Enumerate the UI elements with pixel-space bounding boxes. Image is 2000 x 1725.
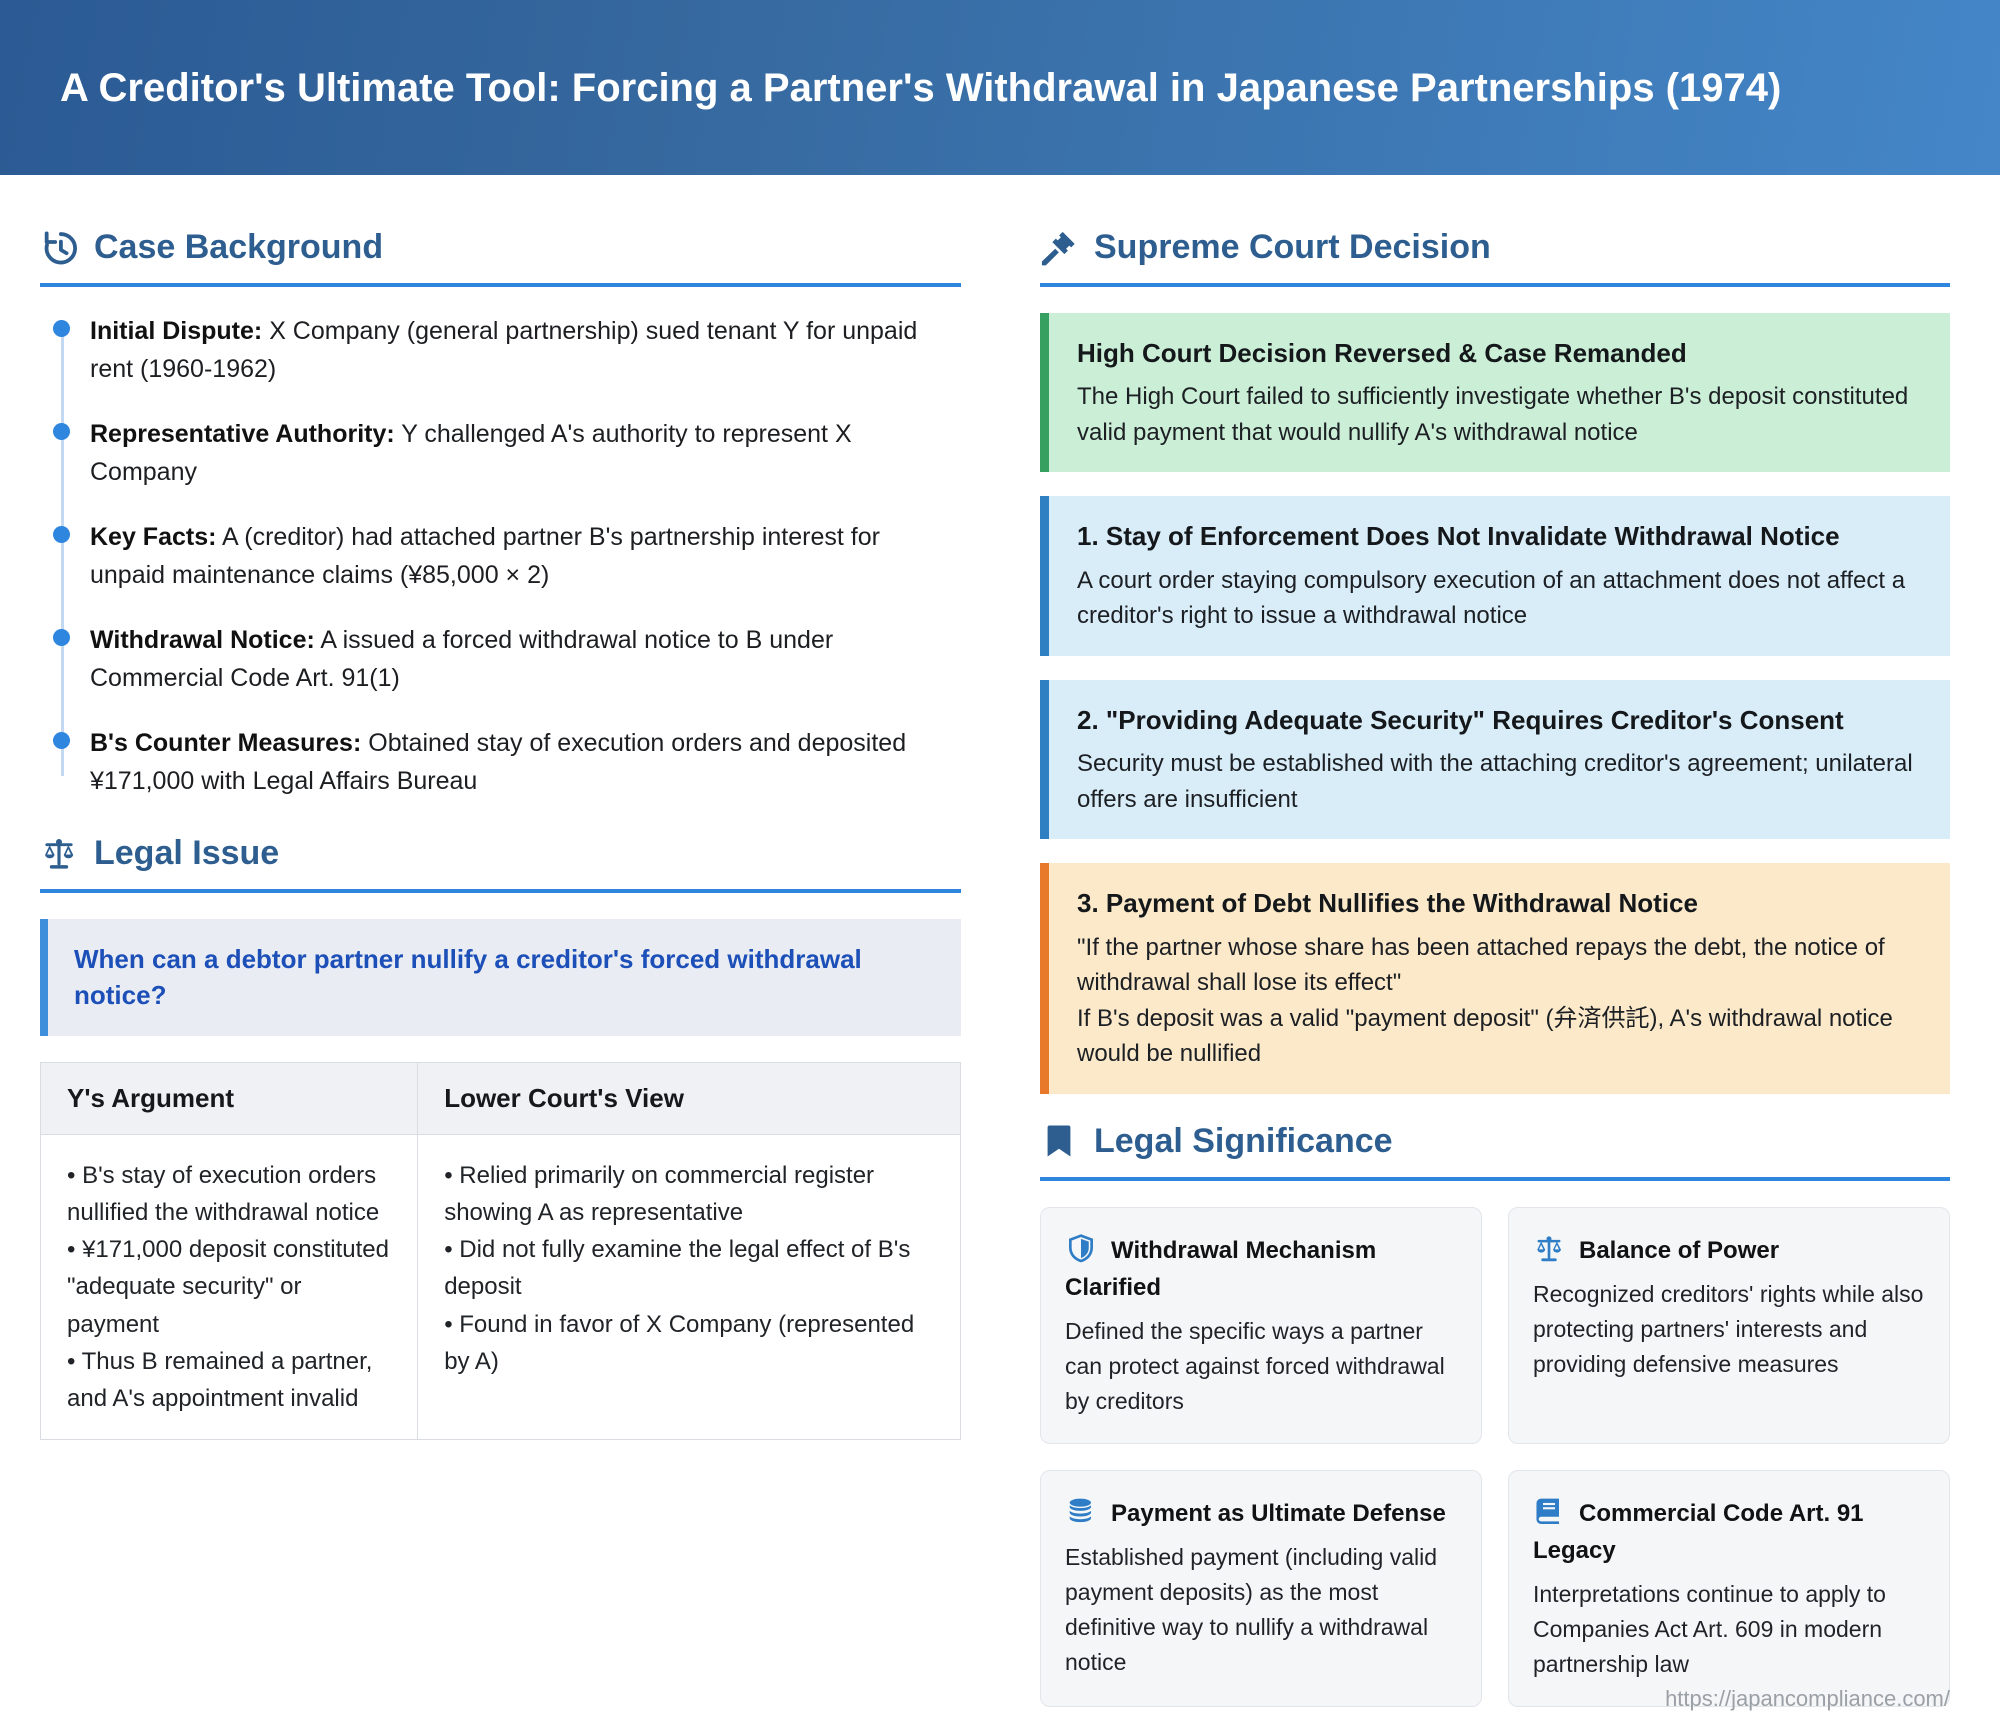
- significance-card-art91-legacy: Commercial Code Art. 91 Legacy Interpret…: [1508, 1469, 1950, 1708]
- section-title: Case Background: [94, 228, 384, 266]
- significance-card-withdrawal-mechanism: Withdrawal Mechanism Clarified Defined t…: [1040, 1206, 1482, 1444]
- decision-box-reversed: High Court Decision Reversed & Case Rema…: [1040, 313, 1950, 473]
- decision-box-title: 3. Payment of Debt Nullifies the Withdra…: [1077, 888, 1698, 919]
- balance-scale-icon: [1533, 1233, 1565, 1265]
- decision-box-body: The High Court failed to sufficiently in…: [1077, 383, 1909, 446]
- right-column: Supreme Court Decision High Court Decisi…: [1040, 228, 1950, 1708]
- history-icon: [40, 229, 78, 267]
- source-url: https://japancompliance.com/: [1665, 1686, 1950, 1711]
- timeline-item-label: Initial Dispute:: [90, 317, 263, 345]
- section-heading-supreme-court-decision: Supreme Court Decision: [1040, 228, 1950, 287]
- significance-card-balance-of-power: Balance of Power Recognized creditors' r…: [1508, 1206, 1950, 1444]
- decision-box-title: 1. Stay of Enforcement Does Not Invalida…: [1077, 521, 1840, 552]
- card-title-row: Payment as Ultimate Defense: [1065, 1495, 1457, 1532]
- section-heading-legal-significance: Legal Significance: [1040, 1122, 1950, 1181]
- timeline-item: Withdrawal Notice: A issued a forced wit…: [40, 622, 961, 697]
- decision-box-holding-1: 1. Stay of Enforcement Does Not Invalida…: [1040, 496, 1950, 656]
- section-title: Legal Significance: [1094, 1121, 1393, 1160]
- section-title: Supreme Court Decision: [1094, 228, 1491, 266]
- table-row: • B's stay of execution orders nullified…: [39, 1133, 961, 1441]
- timeline-item-text: Obtained stay of execution orders and de…: [90, 729, 907, 795]
- column-header-lower-courts-view: Lower Court's View: [417, 1061, 961, 1135]
- card-title-row: Balance of Power: [1533, 1232, 1925, 1269]
- timeline-item-text: Y challenged A's authority to represent …: [90, 420, 852, 486]
- timeline-item-text: A (creditor) had attached partner B's pa…: [90, 523, 880, 589]
- decision-box-holding-2: 2. "Providing Adequate Security" Require…: [1040, 679, 1950, 840]
- decision-box-body: A court order staying compulsory executi…: [1077, 566, 1906, 630]
- scales-icon: [40, 835, 78, 873]
- argument-comparison-table: Y's Argument Lower Court's View • B's st…: [39, 1061, 961, 1441]
- bookmark-icon: [1040, 1122, 1078, 1160]
- decision-box-title: 2. "Providing Adequate Security" Require…: [1077, 704, 1844, 735]
- card-body: Defined the specific ways a partner can …: [1065, 1318, 1445, 1414]
- timeline-item: B's Counter Measures: Obtained stay of e…: [40, 725, 961, 800]
- card-title-row: Commercial Code Art. 91 Legacy: [1533, 1495, 1925, 1569]
- significance-card-payment-defense: Payment as Ultimate Defense Established …: [1040, 1469, 1482, 1708]
- book-icon: [1533, 1496, 1565, 1528]
- cell-ys-argument: • B's stay of execution orders nullified…: [39, 1133, 419, 1441]
- card-title-row: Withdrawal Mechanism Clarified: [1065, 1232, 1457, 1306]
- left-column: Case Background Initial Dispute: X Compa…: [39, 228, 961, 1441]
- coins-icon: [1065, 1496, 1097, 1528]
- header-banner: A Creditor's Ultimate Tool: Forcing a Pa…: [0, 0, 2000, 175]
- card-body: Interpretations continue to apply to Com…: [1533, 1581, 1886, 1678]
- section-title: Legal Issue: [94, 834, 280, 872]
- legal-question-callout: When can a debtor partner nullify a cred…: [40, 919, 961, 1036]
- timeline-item-label: Withdrawal Notice:: [90, 626, 315, 654]
- shield-icon: [1065, 1233, 1097, 1265]
- timeline-item-text: A issued a forced withdrawal notice to B…: [90, 626, 834, 692]
- timeline-item: Initial Dispute: X Company (general part…: [40, 313, 961, 388]
- section-heading-legal-issue: Legal Issue: [40, 834, 961, 893]
- card-body: Recognized creditors' rights while also …: [1533, 1280, 1924, 1377]
- card-body: Established payment (including valid pay…: [1065, 1544, 1438, 1675]
- section-heading-case-background: Case Background: [40, 228, 961, 287]
- gavel-icon: [1040, 229, 1078, 267]
- card-title: Balance of Power: [1579, 1236, 1780, 1264]
- timeline-item-label: Key Facts:: [90, 523, 217, 551]
- cell-lower-courts-view: • Relied primarily on commercial registe…: [417, 1133, 961, 1441]
- decision-box-holding-3: 3. Payment of Debt Nullifies the Withdra…: [1040, 863, 1950, 1094]
- card-title: Payment as Ultimate Defense: [1111, 1499, 1446, 1527]
- column-header-ys-argument: Y's Argument: [39, 1061, 419, 1135]
- significance-cards-grid: Withdrawal Mechanism Clarified Defined t…: [1040, 1206, 1950, 1708]
- timeline-item: Representative Authority: Y challenged A…: [40, 416, 961, 491]
- page-title: A Creditor's Ultimate Tool: Forcing a Pa…: [60, 65, 1782, 110]
- table-header-row: Y's Argument Lower Court's View: [39, 1061, 961, 1135]
- card-title: Withdrawal Mechanism Clarified: [1065, 1236, 1377, 1301]
- case-background-timeline: Initial Dispute: X Company (general part…: [40, 313, 961, 800]
- decision-box-body: Security must be established with the at…: [1077, 750, 1913, 813]
- timeline-item-text: X Company (general partnership) sued ten…: [90, 317, 918, 383]
- timeline-item-label: B's Counter Measures:: [90, 729, 362, 757]
- decision-box-body: "If the partner whose share has been att…: [1077, 933, 1893, 1068]
- card-title: Commercial Code Art. 91 Legacy: [1533, 1499, 1864, 1565]
- timeline-item-label: Representative Authority:: [90, 420, 395, 448]
- timeline-item: Key Facts: A (creditor) had attached par…: [40, 519, 961, 594]
- decision-box-title: High Court Decision Reversed & Case Rema…: [1077, 338, 1687, 368]
